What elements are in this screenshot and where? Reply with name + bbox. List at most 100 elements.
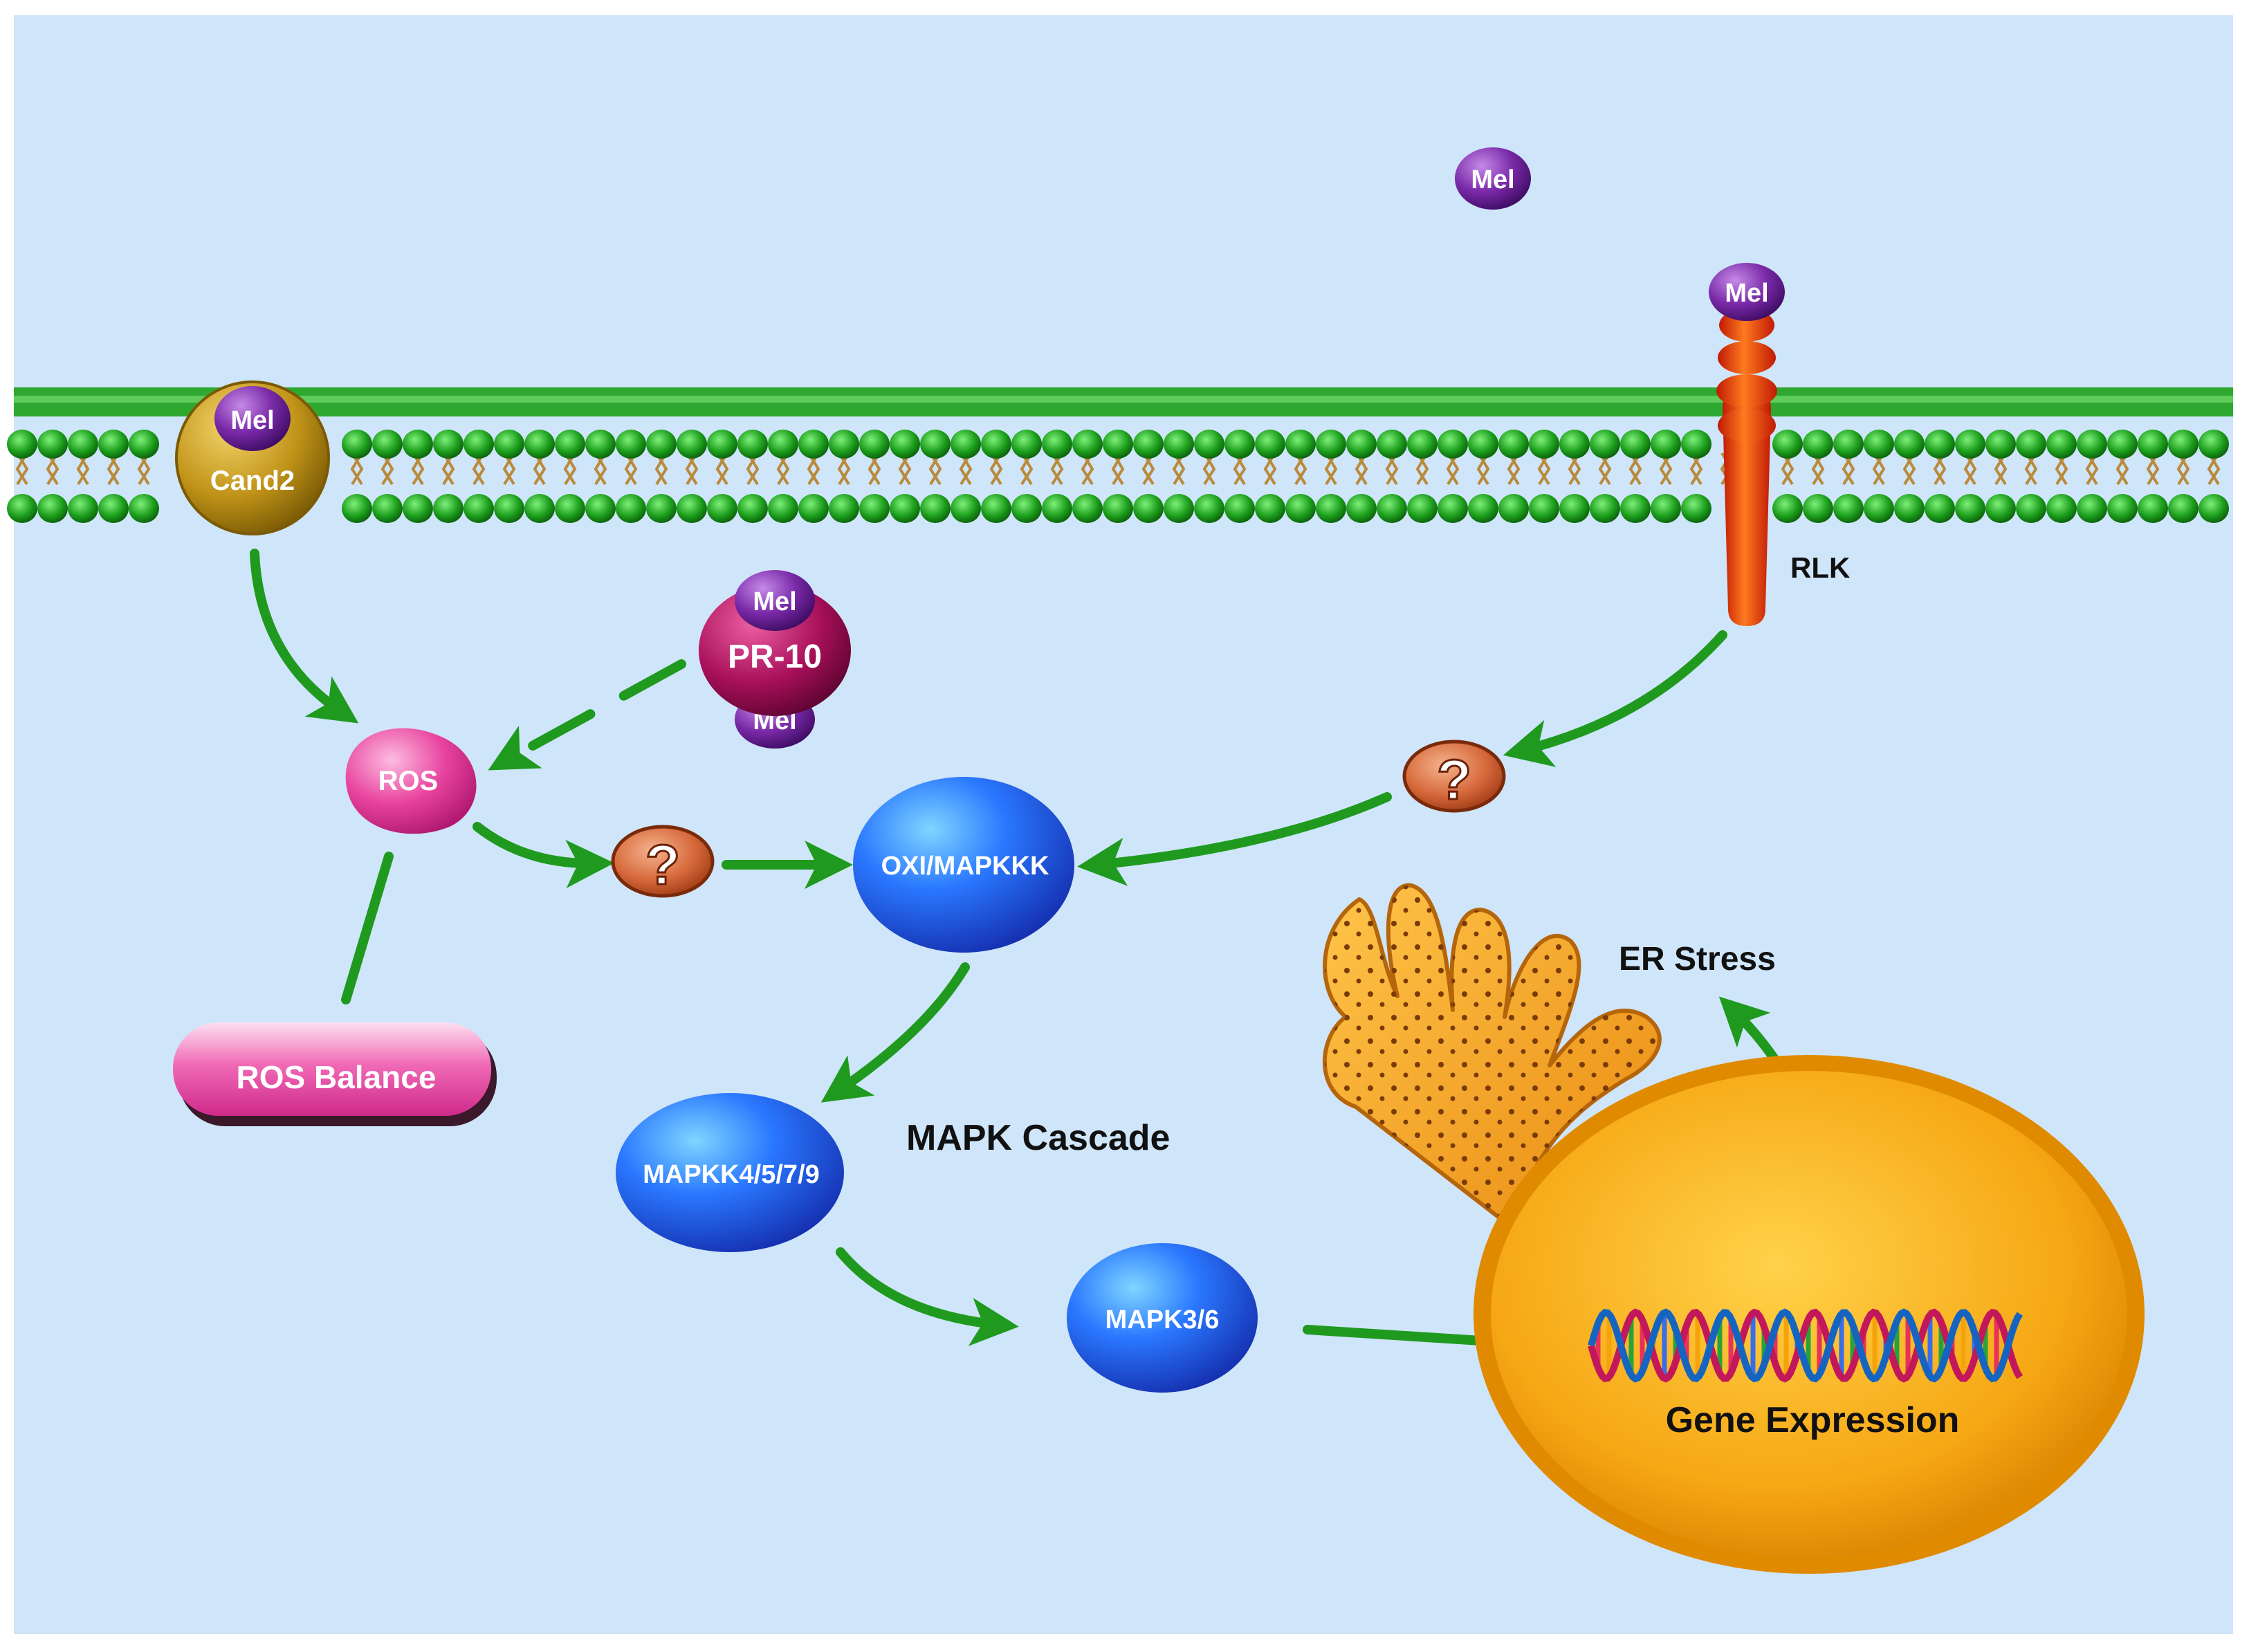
pr10-complex: Mel PR-10 Mel (699, 570, 851, 749)
lipid-head (2168, 494, 2198, 523)
cand2-receptor: Cand2 (175, 380, 330, 535)
lipid-head (2046, 494, 2077, 523)
lipid-head (677, 430, 707, 459)
lipid-head (890, 494, 920, 523)
lipid-head (98, 430, 129, 459)
arrow-cand2-to-ros (250, 549, 359, 724)
lipid-head (1498, 430, 1529, 459)
oxi-mapkkk-node: OXI/MAPKKK (853, 777, 1074, 953)
lipid-head (1255, 494, 1285, 523)
lipid-head (129, 494, 159, 523)
endoplasmic-reticulum (1323, 883, 1662, 1227)
rlk-receptor: Mel RLK (1709, 263, 1850, 626)
lipid-head (1559, 430, 1590, 459)
lipid-head (1651, 494, 1681, 523)
lipid-head (1864, 430, 1894, 459)
ros-balance-label: ROS Balance (237, 1059, 437, 1095)
ros-balance-node: ROS Balance (173, 1022, 497, 1126)
lipid-head (890, 430, 920, 459)
lipid-head (768, 430, 798, 459)
lipid-head (37, 430, 68, 459)
lipid-head (920, 494, 951, 523)
lipid-head (2016, 494, 2046, 523)
lipid-head (920, 430, 951, 459)
lipid-head (403, 494, 433, 523)
lipid-head (1011, 430, 1042, 459)
lipid-head (1224, 430, 1255, 459)
lipid-head (1133, 494, 1164, 523)
lipid-head (2046, 430, 2077, 459)
lipid-head (768, 494, 798, 523)
question-mark-icon: ? (1437, 749, 1471, 811)
lipid-head (951, 494, 981, 523)
lipid-head (1529, 494, 1559, 523)
lipid-head (37, 494, 68, 523)
ros-node: ROS (345, 728, 477, 834)
lipid-head (1011, 494, 1042, 523)
lipid-head (2138, 430, 2168, 459)
arrow-unknown-to-oxi-right (1077, 792, 1392, 886)
lipid-head (2198, 494, 2229, 523)
lipid-head (798, 430, 829, 459)
rlk-label: RLK (1790, 551, 1850, 584)
lipid-head (1803, 494, 1833, 523)
lipid-head (1042, 494, 1072, 523)
dna-strand (1588, 1308, 2023, 1383)
lipid-head (1498, 494, 1529, 523)
lipid-head (1772, 494, 1803, 523)
lipid-head (1681, 494, 1711, 523)
arrow-ros-to-unknown (472, 822, 614, 888)
lipid-head (1316, 494, 1346, 523)
lipid-head (829, 430, 859, 459)
lipid-head (372, 494, 403, 523)
lipid-head (2138, 494, 2168, 523)
lipid-head (1833, 494, 1864, 523)
lipid-head (524, 430, 555, 459)
lipid-head (616, 494, 646, 523)
lipid-head (1438, 430, 1468, 459)
lipid-head (1864, 494, 1894, 523)
oxi-mapkkk-label: OXI/MAPKKK (881, 852, 1049, 881)
lipid-head (7, 494, 37, 523)
lipid-head (372, 430, 403, 459)
lipid-head (1103, 430, 1133, 459)
lipid-head (829, 494, 859, 523)
lipid-head (585, 430, 616, 459)
cand2-label: Cand2 (210, 466, 295, 496)
mel-label: Mel (753, 587, 796, 616)
lipid-head (2077, 494, 2107, 523)
lipid-head (737, 494, 768, 523)
lipid-head (798, 494, 829, 523)
lipid-head (1103, 494, 1133, 523)
lipid-head (616, 430, 646, 459)
lipid-head (1620, 494, 1651, 523)
lipid-head (494, 494, 524, 523)
lipid-head (707, 430, 737, 459)
lipid-head (1468, 494, 1498, 523)
lipid-head (1803, 430, 1833, 459)
dna-helix-icon (1588, 1308, 2023, 1383)
lipid-head (1468, 430, 1498, 459)
unknown-node-right: ? (1402, 740, 1506, 813)
lipid-head (1955, 494, 1985, 523)
lipid-head (1833, 430, 1864, 459)
lipid-head (1194, 430, 1224, 459)
mapk-cascade-label: MAPK Cascade (906, 1118, 1170, 1158)
arrow-mapkk-to-mapk (836, 1247, 1019, 1346)
lipid-head (1316, 430, 1346, 459)
lipid-head (7, 430, 37, 459)
lipid-head (1590, 494, 1620, 523)
mel-on-cand2: Mel (214, 386, 291, 451)
lipid-head (2168, 430, 2198, 459)
lipid-head (1894, 494, 1925, 523)
mel-label: Mel (1725, 279, 1768, 308)
lipid-head (1620, 430, 1651, 459)
gene-expression-label: Gene Expression (1666, 1400, 1960, 1440)
lipid-head (1772, 430, 1803, 459)
arrow-pr10-to-ros (488, 659, 686, 771)
mel-label: Mel (230, 406, 274, 435)
lipid-head (1042, 430, 1072, 459)
er-stress-label: ER Stress (1619, 941, 1776, 978)
mapk-node: MAPK3/6 (1067, 1243, 1258, 1393)
